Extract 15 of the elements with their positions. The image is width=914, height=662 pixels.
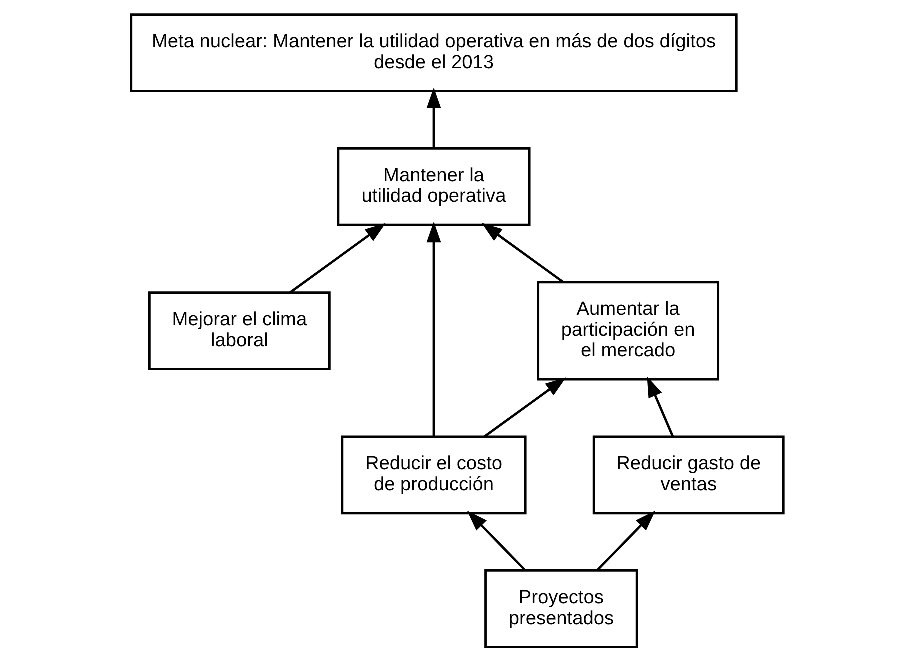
node-box: Proyectos presentados [484,570,638,648]
arrow [426,88,441,148]
arrow [483,378,566,438]
arrow [646,376,674,437]
node-box: Aumentar la participación en el mercado [536,281,720,381]
node-box: Meta nuclear: Mantener la utilidad operativa en más de dos dígitos desde el 2013 [130,14,738,92]
arrow [289,223,386,294]
node-box: Reducir gasto de ventas [592,436,784,515]
node-box: Mejorar el clima laboral [148,292,330,370]
arrow [596,510,656,572]
arrow [481,223,564,284]
node-box: Reducir el costo de producción [340,436,526,515]
arrow [426,222,441,437]
arrow [466,510,526,572]
node-box: Mantener la utilidad operativa [336,147,530,226]
